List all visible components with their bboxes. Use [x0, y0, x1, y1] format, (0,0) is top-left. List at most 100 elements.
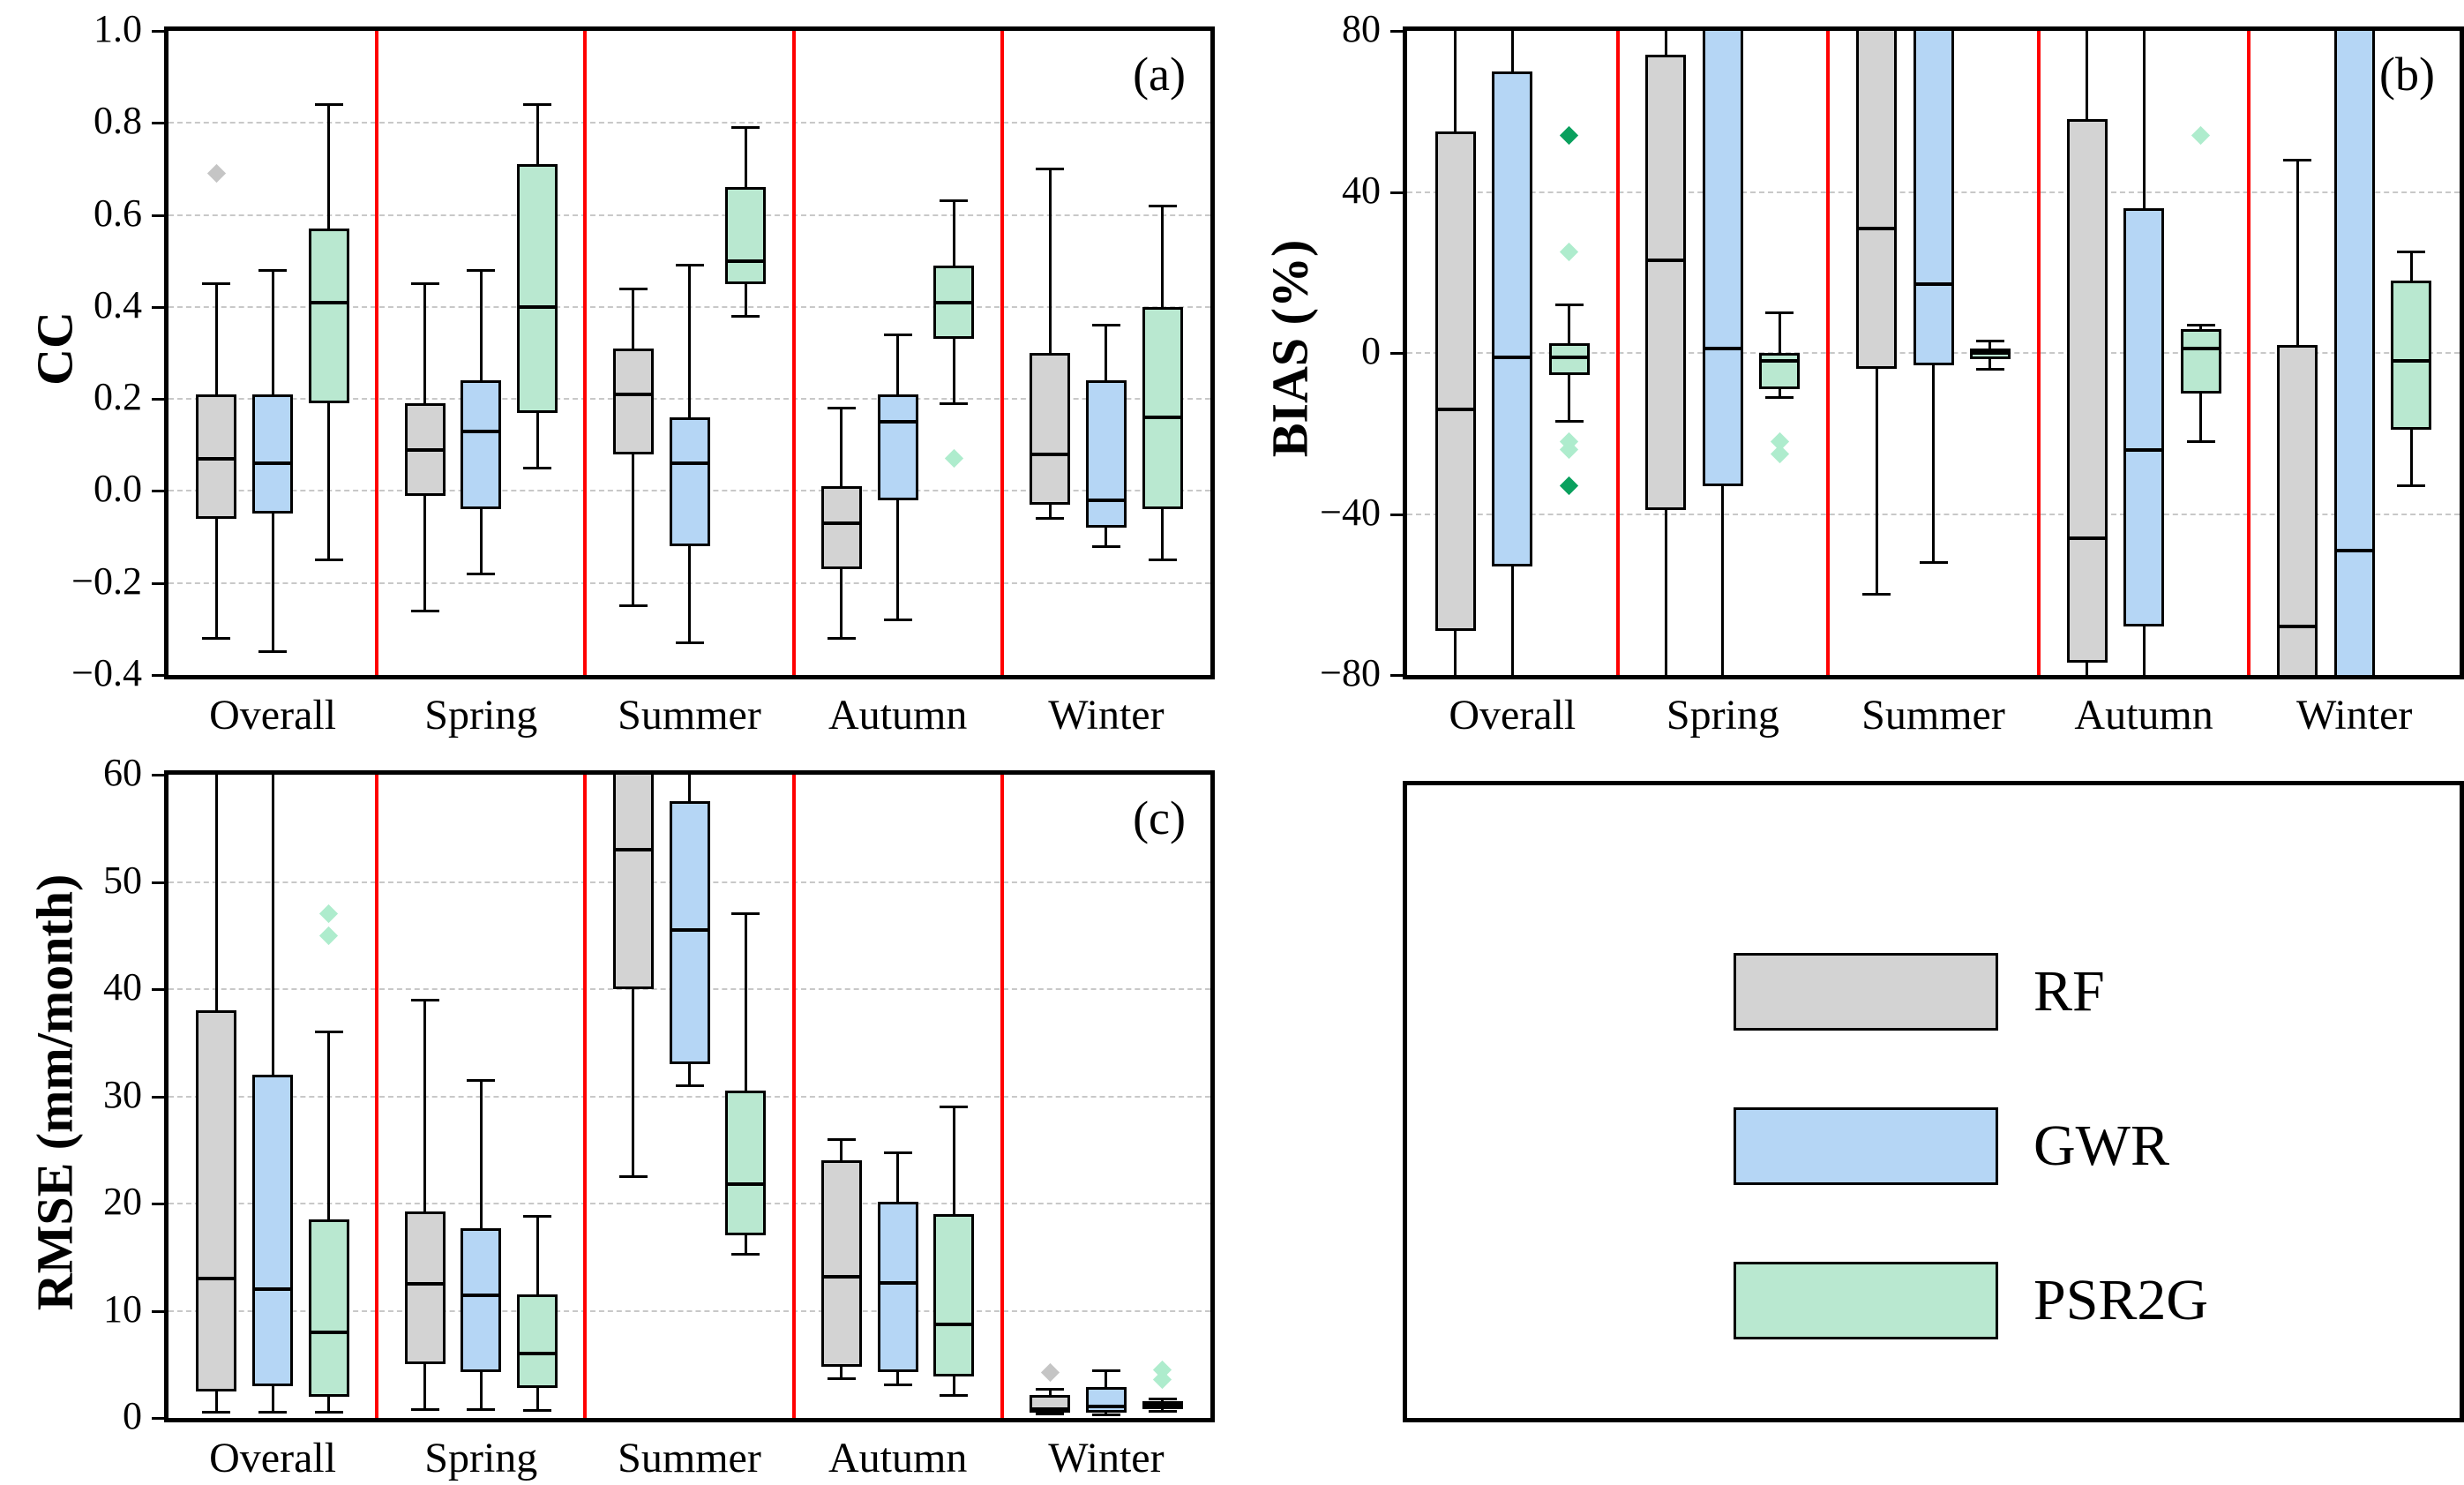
psr2g-whisker-cap-bottom	[523, 466, 552, 469]
gwr-box	[669, 801, 710, 1065]
psr2g-median-line	[308, 1330, 349, 1334]
psr2g-whisker-cap-top	[1975, 339, 2004, 342]
rf-whisker-cap-top	[827, 407, 856, 410]
category-separator-line	[791, 31, 796, 675]
y-tick-mark	[152, 1203, 164, 1205]
psr2g-outlier-diamond	[319, 926, 339, 945]
gwr-whisker-cap-bottom	[883, 618, 912, 621]
y-tick-mark	[152, 398, 164, 401]
y-tick-label: −0.4	[71, 651, 142, 694]
gwr-box	[1702, 31, 1743, 486]
psr2g-median-line	[1548, 355, 1590, 359]
rf-median-line	[2066, 536, 2108, 540]
gwr-median-line	[877, 1280, 918, 1285]
rf-whisker-line	[423, 1000, 427, 1410]
gwr-box	[252, 394, 294, 514]
rf-median-line	[404, 1282, 446, 1286]
x-category-label: Spring	[424, 692, 538, 739]
rf-whisker-cap-bottom	[410, 1407, 439, 1411]
x-category-label: Autumn	[828, 692, 968, 739]
y-tick-mark	[152, 1309, 164, 1313]
psr2g-median-line	[725, 1182, 767, 1187]
legend-label-gwr: GWR	[2033, 1114, 2169, 1178]
category-separator-line	[791, 775, 796, 1418]
x-category-label: Spring	[424, 1435, 538, 1481]
x-category-label: Summer	[618, 692, 761, 739]
y-tick-mark	[1390, 191, 1403, 194]
gridline	[169, 1203, 1210, 1204]
y-tick-mark	[152, 581, 164, 585]
gwr-median-line	[252, 461, 294, 466]
rf-whisker-cap-bottom	[1862, 593, 1891, 596]
y-tick-mark	[1390, 352, 1403, 355]
y-tick-mark	[152, 214, 164, 217]
gwr-whisker-cap-top	[1091, 324, 1120, 327]
y-tick-mark	[152, 988, 164, 991]
y-tick-mark	[152, 674, 164, 677]
psr2g-whisker-cap-bottom	[731, 1252, 760, 1256]
category-separator-line	[375, 31, 379, 675]
legend-box: RF GWR PSR2G	[1403, 781, 2464, 1422]
legend-label-rf: RF	[2033, 959, 2105, 1024]
rf-whisker-cap-top	[1036, 167, 1065, 170]
y-tick-label: 80	[1342, 7, 1381, 50]
psr2g-whisker-cap-bottom	[1554, 420, 1584, 424]
y-tick-mark	[1390, 30, 1403, 33]
y-tick-mark	[152, 305, 164, 309]
gwr-whisker-cap-top	[675, 264, 704, 267]
y-tick-label: 0	[1361, 329, 1381, 372]
gwr-whisker-cap-bottom	[1091, 1413, 1120, 1416]
x-category-label: Autumn	[2074, 692, 2213, 739]
gwr-median-line	[877, 420, 918, 424]
gwr-whisker-cap-top	[883, 1151, 912, 1155]
psr2g-box	[933, 1214, 975, 1376]
rf-box	[612, 348, 654, 454]
rf-whisker-cap-top	[618, 287, 648, 290]
rf-box	[2066, 119, 2108, 664]
gridline	[169, 214, 1210, 216]
rf-box	[404, 1211, 446, 1365]
y-tick-label: −0.2	[71, 559, 142, 603]
x-category-label: Winter	[1048, 692, 1165, 739]
psr2g-whisker-cap-top	[940, 199, 969, 203]
rf-box	[820, 1160, 862, 1367]
rf-whisker-cap-bottom	[618, 604, 648, 608]
gwr-whisker-cap-bottom	[258, 1411, 288, 1414]
category-separator-line	[1615, 31, 1620, 675]
rf-median-line	[612, 848, 654, 852]
psr2g-box	[2391, 280, 2432, 430]
panel-c-letter: (c)	[1133, 791, 1186, 844]
rf-whisker-cap-top	[410, 998, 439, 1001]
psr2g-whisker-cap-bottom	[1765, 395, 1794, 399]
gwr-median-line	[1085, 1404, 1127, 1408]
y-tick-label: 40	[103, 965, 142, 1009]
gwr-whisker-cap-bottom	[675, 641, 704, 644]
gwr-box	[1913, 31, 1954, 365]
legend-swatch-psr2g	[1734, 1262, 1998, 1339]
psr2g-median-line	[517, 304, 558, 309]
rf-box	[1856, 31, 1898, 370]
gwr-median-line	[1702, 347, 1743, 351]
x-category-label: Winter	[1048, 1435, 1165, 1481]
rf-median-line	[1645, 259, 1687, 263]
gwr-box	[877, 1201, 918, 1372]
rf-box	[612, 775, 654, 989]
rf-median-line	[1434, 407, 1476, 411]
psr2g-box	[725, 1091, 767, 1236]
psr2g-median-line	[2180, 347, 2221, 351]
category-separator-line	[1000, 775, 1004, 1418]
rf-outlier-diamond	[1040, 1363, 1060, 1383]
y-tick-mark	[152, 490, 164, 493]
rf-median-line	[820, 521, 862, 525]
psr2g-box	[1548, 342, 1590, 376]
y-tick-mark	[152, 30, 164, 33]
psr2g-outlier-diamond	[1560, 476, 1579, 496]
rf-whisker-cap-bottom	[1036, 1412, 1065, 1415]
gwr-whisker-cap-bottom	[675, 1084, 704, 1087]
y-tick-label: 0.6	[94, 191, 142, 235]
rf-box	[2277, 344, 2318, 675]
gwr-box	[461, 380, 502, 510]
psr2g-whisker-cap-top	[731, 912, 760, 916]
